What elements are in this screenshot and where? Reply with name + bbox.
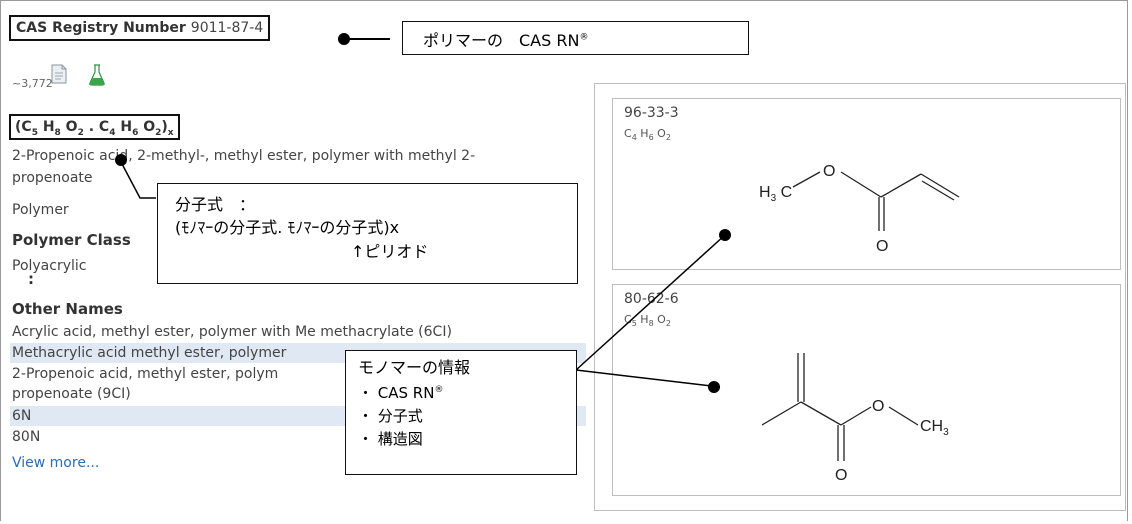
callout-monomer-structure: ・ 構造図 — [358, 430, 423, 448]
callout-dot-monomer-2 — [708, 381, 720, 393]
substance-name-line1: 2-Propenoic acid, 2-methyl-, methyl este… — [12, 148, 476, 164]
other-names-label: Other Names — [12, 300, 123, 318]
monomer-rn[interactable]: 96-33-3 — [624, 105, 679, 121]
callout-leader-formula — [120, 161, 156, 199]
callout-dot-formula — [115, 154, 127, 166]
cas-registry-label: CAS Registry Number — [16, 20, 186, 36]
cas-registry-number[interactable]: 9011-87-4 — [190, 20, 264, 36]
monomer-rn[interactable]: 80-62-6 — [624, 291, 679, 307]
callout-formula-desc: (ﾓﾉﾏｰの分子式. ﾓﾉﾏｰの分子式)x — [175, 218, 400, 237]
atom-label-o: O — [876, 238, 888, 255]
other-name-item: 80N — [12, 429, 41, 445]
atom-label-ch3: CH3 — [920, 418, 949, 438]
other-name-item: Acrylic acid, methyl ester, polymer with… — [12, 324, 452, 340]
atom-label-o: O — [872, 398, 884, 415]
document-icon[interactable] — [50, 64, 68, 84]
callout-polymer-rn-text: ポリマーの CAS RN — [423, 31, 580, 50]
callout-monomer-rn: ・ CAS RN® — [358, 384, 444, 402]
monomer-card[interactable]: 96-33-3 C4 H6 O2 H3 C O O — [612, 98, 1121, 270]
callout-monomer-info: モノマーの情報 ・ CAS RN® ・ 分子式 ・ 構造図 — [345, 350, 577, 475]
polymer-class-label: Polymer Class — [12, 231, 131, 249]
callout-monomer-title: モノマーの情報 — [358, 358, 471, 377]
callout-dot-polymer-rn — [338, 33, 350, 45]
polymer-class-value: Polyacrylic — [12, 258, 87, 274]
atom-label-o: O — [835, 467, 847, 484]
callout-dot-monomer-1 — [719, 229, 731, 241]
atom-label-h3c: H3 C — [759, 184, 792, 204]
reg-mark: ® — [579, 32, 589, 43]
other-name-item: propenoate (9CI) — [12, 386, 131, 402]
monomer-structure-methyl-methacrylate: O O CH3 — [761, 353, 949, 484]
other-name-item: 2-Propenoic acid, methyl ester, polym — [12, 366, 279, 382]
callout-polymer-rn: ポリマーの CAS RN® — [402, 21, 749, 55]
view-more-link[interactable]: View more... — [12, 455, 100, 471]
callout-leaders-monomer — [575, 234, 726, 388]
callout-period-note: ↑ピリオド — [351, 242, 429, 261]
substance-name-line2: propenoate — [12, 170, 93, 186]
monomer-formula: C4 H6 O2 — [624, 127, 671, 143]
monomer-card[interactable]: 80-62-6 C5 H8 O2 O O CH3 — [612, 284, 1121, 496]
callout-line-polymer-rn — [346, 38, 390, 40]
monomer-formula: C5 H8 O2 — [624, 313, 671, 329]
callout-formula: 分子式 ： (ﾓﾉﾏｰの分子式. ﾓﾉﾏｰの分子式)x ↑ピリオド — [157, 183, 578, 284]
polymer-formula: (C5 H8 O2 . C4 H6 O2)x — [9, 114, 180, 140]
substance-type: Polymer — [12, 202, 69, 218]
reference-count[interactable]: ~3,772 — [12, 77, 53, 90]
atom-label-o: O — [823, 163, 835, 180]
ellipsis-mark: : — [28, 270, 34, 288]
monomer-structure-methyl-acrylate: H3 C O O — [759, 163, 960, 255]
callout-monomer-formula: ・ 分子式 — [358, 407, 423, 425]
callout-formula-title: 分子式 ： — [175, 195, 256, 214]
flask-icon[interactable] — [88, 64, 106, 86]
cas-registry-header: CAS Registry Number 9011-87-4 — [9, 15, 271, 41]
